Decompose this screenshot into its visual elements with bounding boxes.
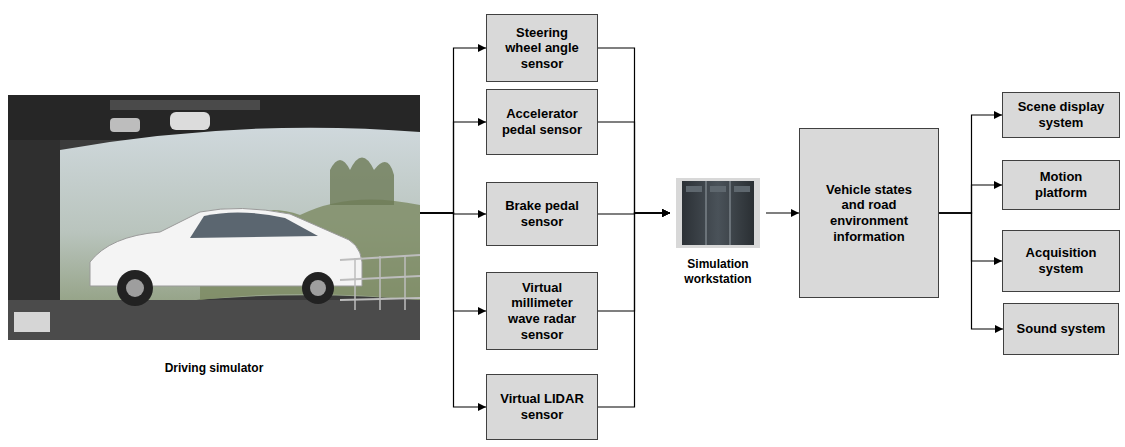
connector-arrow	[598, 122, 670, 213]
connector-arrow	[420, 48, 486, 213]
connector-arrow	[939, 213, 1003, 329]
connector-arrow	[766, 212, 799, 213]
connector-arrow	[598, 213, 670, 407]
box-label: Accelerator pedal sensor	[497, 106, 587, 137]
box-label: Virtual millimeter wave radar sensor	[497, 280, 587, 342]
box-label: Scene display system	[1013, 99, 1109, 130]
photo-caption: Driving simulator	[165, 361, 264, 375]
connector-arrow	[420, 122, 486, 213]
workstation-node: Simulation workstation	[670, 178, 766, 288]
connector-arrow	[598, 48, 670, 213]
box-label: Sound system	[1017, 321, 1106, 337]
box-label: Motion platform	[1013, 169, 1109, 200]
process-box: Vehicle states and road environment info…	[799, 128, 939, 298]
box-label: Acquisition system	[1013, 245, 1109, 276]
output-box: Scene display system	[1002, 92, 1120, 138]
output-box: Acquisition system	[1002, 230, 1120, 292]
simulator-photo	[8, 95, 420, 340]
sensor-box: Brake pedal sensor	[486, 182, 598, 246]
connector-arrow	[939, 115, 1002, 213]
connector-arrow	[420, 213, 486, 407]
simulator-node: Driving simulator	[8, 95, 420, 377]
box-label: Steering wheel angle sensor	[497, 25, 587, 72]
connector-arrow	[939, 185, 1002, 213]
sensor-box: Accelerator pedal sensor	[486, 89, 598, 155]
box-label: Virtual LIDAR sensor	[497, 391, 587, 422]
sensor-box: Virtual LIDAR sensor	[486, 374, 598, 440]
output-box: Sound system	[1003, 303, 1119, 355]
box-label: Brake pedal sensor	[497, 198, 587, 229]
sensor-box: Steering wheel angle sensor	[486, 14, 598, 82]
sensor-box: Virtual millimeter wave radar sensor	[486, 272, 598, 350]
photo-caption: Simulation workstation	[670, 257, 766, 286]
box-label: Vehicle states and road environment info…	[822, 182, 916, 244]
output-box: Motion platform	[1002, 160, 1120, 210]
connector-arrow	[939, 213, 1002, 261]
workstation-photo	[676, 178, 760, 248]
